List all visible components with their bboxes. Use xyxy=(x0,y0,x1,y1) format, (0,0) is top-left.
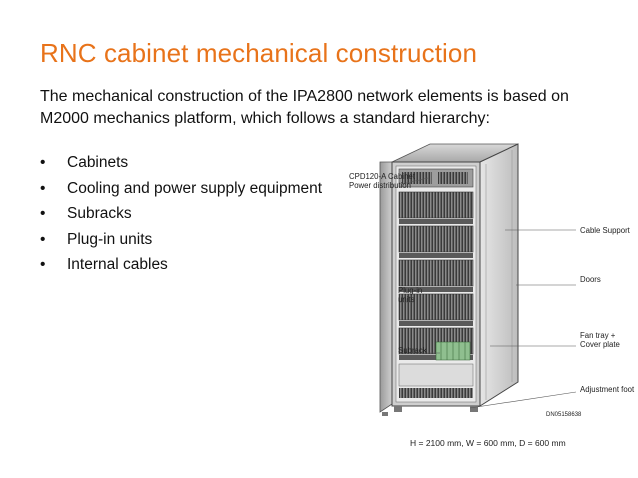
bullet-dot-icon: • xyxy=(40,154,46,171)
cabinet-dimensions: H = 2100 mm, W = 600 mm, D = 600 mm xyxy=(410,438,566,448)
bullet-text: Cooling and power supply equipment xyxy=(67,179,323,197)
label-adjustment-foot: Adjustment foot xyxy=(580,385,635,394)
bullet-text: Cabinets xyxy=(67,154,129,171)
bullet-text: Internal cables xyxy=(67,256,168,273)
bullet-item: • Plug-in units xyxy=(40,227,322,253)
bullet-dot-icon: • xyxy=(40,256,46,273)
bullet-item: • Cabinets xyxy=(40,150,322,176)
bullet-item: • Internal cables xyxy=(40,252,322,278)
label-figure-code: DN05158638 xyxy=(546,412,582,418)
adjustment-foot xyxy=(382,412,388,416)
intro-paragraph: The mechanical construction of the IPA28… xyxy=(40,88,569,127)
adjustment-foot xyxy=(470,406,478,412)
label-plugin-line2: units xyxy=(398,295,415,304)
bullet-list: • Cabinets • Cooling and power supply equi… xyxy=(40,150,322,278)
label-subrack: Subrack xyxy=(398,346,427,355)
cabinet-figure: CPD120-A Cabinet Power distribution Cabl… xyxy=(340,142,638,454)
leader-lines xyxy=(400,177,577,409)
label-fan-line1: Fan tray + xyxy=(580,331,616,340)
cabinet-illustration: CPD120-A Cabinet Power distribution Cabl… xyxy=(349,143,635,418)
cabinet-side-panel xyxy=(379,161,393,413)
label-cpd-line2: Power distribution xyxy=(349,181,411,190)
bullet-item: • Subracks xyxy=(40,201,322,227)
label-plugin-line1: Plug-in xyxy=(398,286,422,295)
label-doors: Doors xyxy=(580,275,601,284)
label-fan-line2: Cover plate xyxy=(580,340,620,349)
cabinet-door xyxy=(479,143,519,407)
slide-title: RNC cabinet mechanical construction xyxy=(40,38,478,68)
label-cable-support: Cable Support xyxy=(580,226,631,235)
bullet-dot-icon: • xyxy=(40,179,46,197)
bullet-text: Subracks xyxy=(67,205,132,222)
bullet-dot-icon: • xyxy=(40,230,46,248)
bullet-dot-icon: • xyxy=(40,205,46,222)
bullet-item: • Cooling and power supply equipment xyxy=(40,176,322,202)
subrack-stack xyxy=(398,191,474,398)
label-cpd-line1: CPD120-A Cabinet xyxy=(349,172,416,181)
adjustment-foot xyxy=(394,406,402,412)
bullet-text: Plug-in units xyxy=(67,230,153,248)
